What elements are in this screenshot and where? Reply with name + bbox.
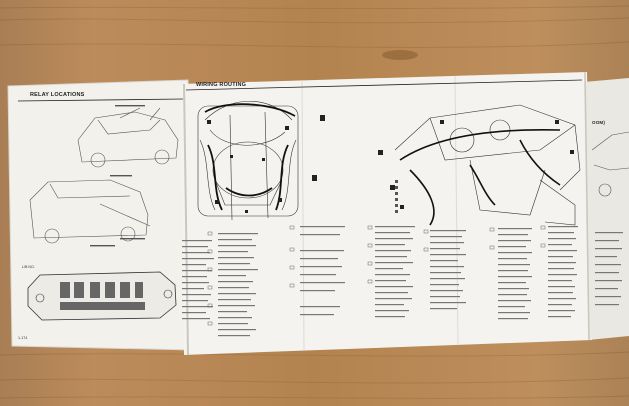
dashboard-wiring-diagram [394, 104, 581, 226]
engine-bay-wiring-diagram [197, 101, 299, 221]
page-number: 1-174 [18, 336, 28, 340]
right-fold-heading-fragment: OOM) [592, 120, 606, 125]
car-wagon-diagram [29, 179, 151, 244]
engine-wire-harness [204, 103, 296, 211]
relay-block-label: L/B NO. [22, 265, 35, 269]
engine-connectors [207, 115, 325, 213]
relay-block-diagram [27, 271, 177, 321]
left-page-legend-text [182, 240, 214, 320]
right-fold-page [584, 78, 629, 340]
dashboard-wire-harness [399, 128, 561, 226]
center-page [180, 72, 592, 355]
car-sedan-diagram [77, 107, 179, 168]
center-page-legend-text [218, 226, 623, 337]
relay-locations-heading: RELAY LOCATIONS [30, 92, 85, 98]
wiring-routing-heading: WIRING ROUTING [196, 82, 247, 88]
